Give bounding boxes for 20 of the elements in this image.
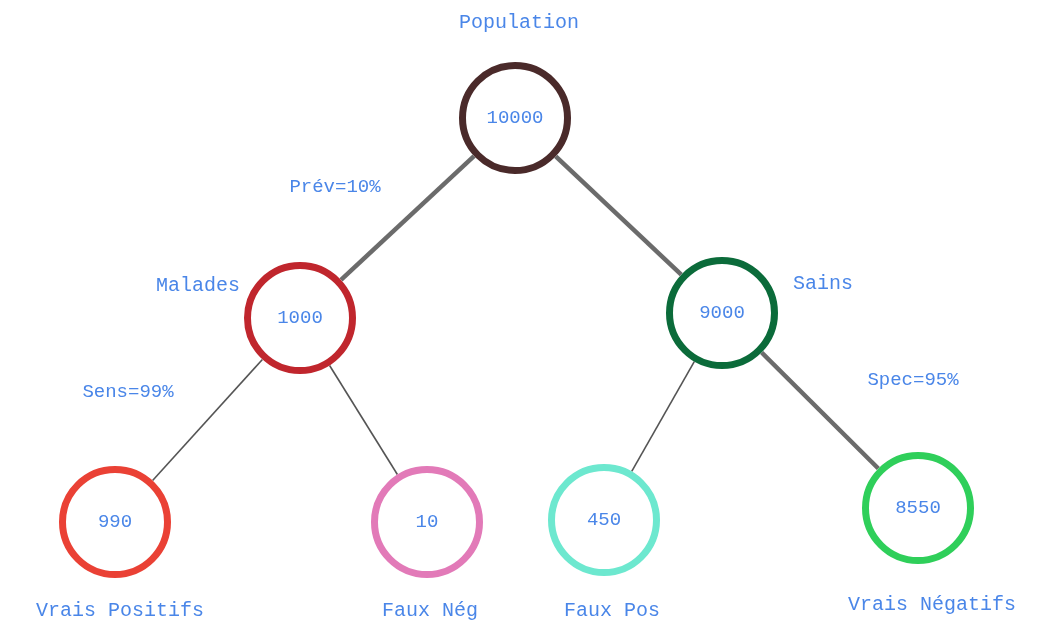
node-value: 10000: [486, 107, 544, 129]
connector-line: [554, 154, 683, 277]
node-value: 450: [586, 509, 622, 531]
connector-line: [328, 364, 399, 476]
node-value: 990: [97, 511, 133, 533]
connector-line: [630, 360, 696, 473]
node-caption: Sains: [793, 271, 853, 295]
connector-line: [339, 154, 476, 282]
node-value: 10: [415, 511, 439, 533]
node-value: 9000: [699, 302, 745, 324]
node-caption: Faux Nég: [382, 598, 478, 622]
node-value: 1000: [277, 307, 323, 329]
node-value: 8550: [895, 497, 941, 519]
node-caption: Vrais Positifs: [36, 598, 204, 622]
connector-line: [151, 358, 264, 482]
node-caption: Vrais Négatifs: [848, 592, 1016, 616]
node-caption: Population: [459, 10, 579, 34]
connector-line: [760, 350, 880, 471]
node-caption: Malades: [156, 273, 240, 297]
node-caption: Faux Pos: [564, 598, 660, 622]
